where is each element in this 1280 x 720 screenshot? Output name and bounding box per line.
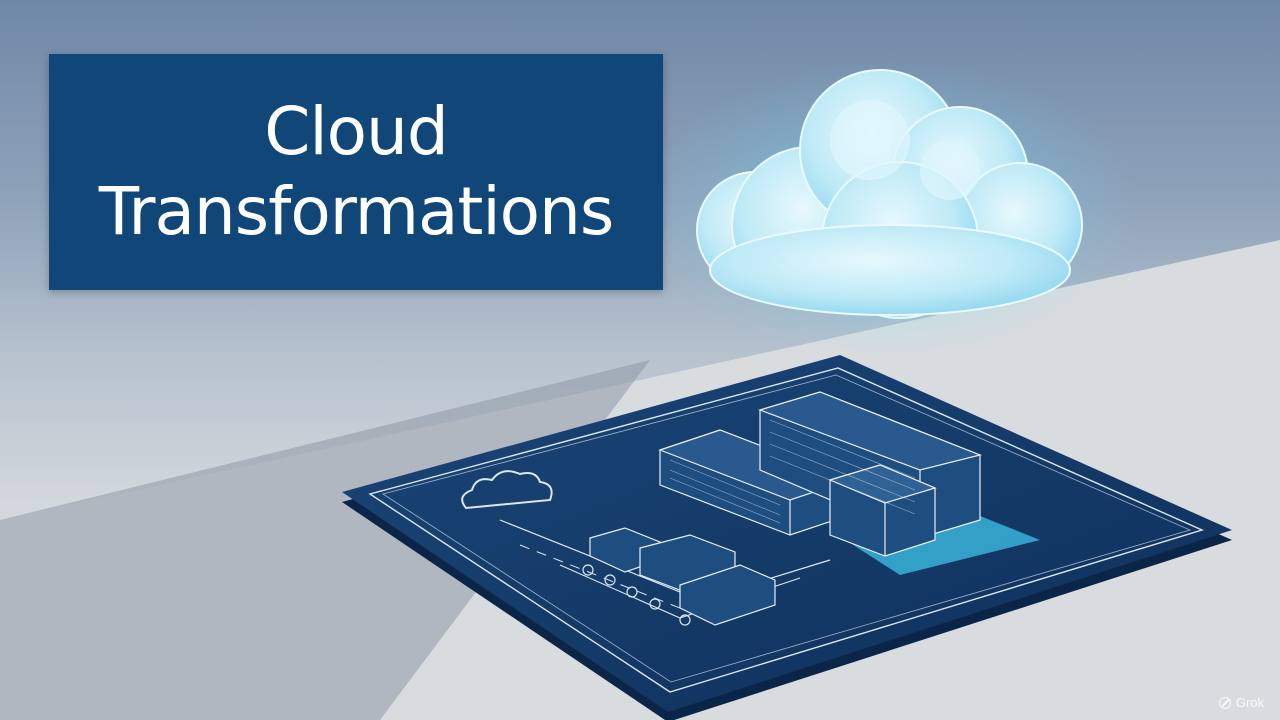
- building-facade-lines: [669, 419, 916, 524]
- cloud-outline-icon: [461, 470, 553, 510]
- table-shadow: [0, 360, 650, 720]
- title-line-1: Cloud: [264, 93, 449, 170]
- glowing-cloud-icon: [640, 60, 1140, 360]
- watermark: Grok: [1218, 695, 1264, 710]
- title-line-2: Transformations: [98, 173, 615, 250]
- grok-logo-icon: [1218, 696, 1231, 709]
- title-banner: Cloud Transformations: [49, 54, 663, 290]
- watermark-text: Grok: [1235, 695, 1264, 710]
